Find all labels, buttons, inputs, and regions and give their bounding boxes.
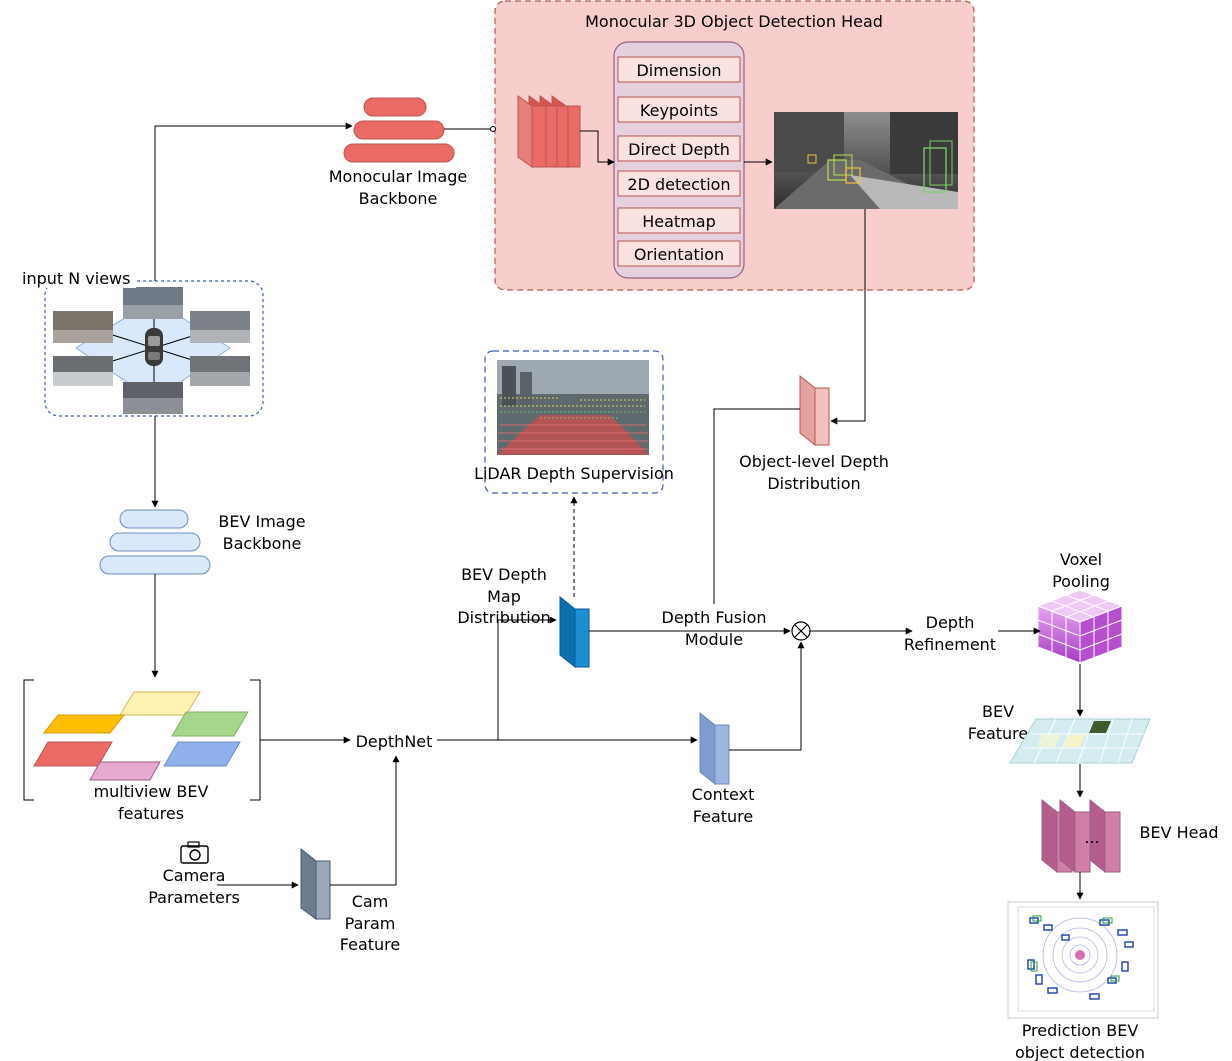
arrow-cam-param-to-depthnet bbox=[330, 755, 400, 886]
context-label-1: Context bbox=[692, 785, 755, 804]
camera-icon bbox=[180, 841, 209, 864]
head-item-keypoints: Keypoints bbox=[640, 101, 718, 120]
bev-backbone-label-2: Backbone bbox=[223, 534, 302, 553]
bev-backbone-label-1: BEV Image bbox=[218, 512, 305, 531]
bev-backbone-layers bbox=[99, 509, 211, 575]
bev-head-ellipsis: ... bbox=[1084, 828, 1099, 847]
head-item-2d-detection-box bbox=[617, 170, 741, 197]
object-depth-label-2: Distribution bbox=[767, 474, 860, 493]
input-views-label: input N views bbox=[22, 269, 130, 288]
object-depth-block bbox=[799, 374, 830, 447]
cam-param-label-2: Param bbox=[345, 914, 396, 933]
head-item-heatmap: Heatmap bbox=[642, 212, 716, 231]
cam-param-label-1: Cam bbox=[352, 892, 389, 911]
depth-refinement-label-2: Refinement bbox=[904, 635, 996, 654]
bev-head-blocks bbox=[1041, 798, 1121, 874]
bev-head-label: BEV Head bbox=[1140, 823, 1219, 842]
multiply-circle-icon bbox=[791, 621, 811, 641]
head-item-direct-depth-box bbox=[617, 135, 741, 162]
head-item-keypoints-box bbox=[617, 96, 741, 123]
camera-label-1: Camera bbox=[163, 866, 226, 885]
context-feature-block bbox=[699, 711, 730, 786]
voxel-cube bbox=[1036, 589, 1124, 664]
input-views-panel bbox=[44, 280, 264, 417]
object-depth-label-1: Object-level Depth bbox=[739, 452, 889, 471]
camera-label-2: Parameters bbox=[148, 888, 240, 907]
prediction-label-2: object detection bbox=[1015, 1043, 1145, 1061]
arrow-depthnet-to-depth-map bbox=[437, 616, 557, 741]
cam-param-feature-block bbox=[300, 847, 331, 920]
depth-refinement-label-1: Depth bbox=[926, 613, 975, 632]
lidar-label: LiDAR Depth Supervision bbox=[474, 464, 674, 483]
cam-param-label-3: Feature bbox=[340, 935, 400, 954]
head-feature-layers bbox=[517, 95, 581, 168]
head-item-direct-depth: Direct Depth bbox=[628, 140, 730, 159]
arrow-views-to-mono-backbone bbox=[154, 122, 353, 281]
multiview-label-1: multiview BEV bbox=[94, 782, 209, 801]
depth-fusion-label-1: Depth Fusion bbox=[662, 608, 767, 627]
bev-feature-grid bbox=[1009, 718, 1151, 764]
bev-feature-label-2: Feature bbox=[968, 724, 1028, 743]
prediction-label-1: Prediction BEV bbox=[1022, 1021, 1139, 1040]
detection-result-image bbox=[774, 112, 958, 209]
multiview-label-2: features bbox=[118, 804, 184, 823]
bev-feature-label-1: BEV bbox=[982, 702, 1014, 721]
bev-depth-label-3: Distribution bbox=[457, 608, 550, 627]
voxel-label-2: Pooling bbox=[1052, 572, 1110, 591]
context-label-2: Feature bbox=[693, 807, 753, 826]
bev-depth-label-1: BEV Depth bbox=[461, 565, 547, 584]
head-item-orientation: Orientation bbox=[634, 245, 724, 264]
detection-head-panel: Monocular 3D Object Detection Head Dimen… bbox=[494, 0, 975, 291]
mono-backbone-label-2: Backbone bbox=[359, 189, 438, 208]
arrow-layers-to-column bbox=[580, 130, 615, 166]
mono-backbone-label-1: Monocular Image bbox=[329, 167, 467, 186]
connectors bbox=[151, 122, 1084, 900]
lidar-panel bbox=[484, 350, 664, 494]
detection-head-title: Monocular 3D Object Detection Head bbox=[585, 12, 883, 31]
head-item-heatmap-box bbox=[617, 207, 741, 234]
car-icon bbox=[145, 328, 163, 366]
head-item-orientation-box bbox=[617, 240, 741, 267]
depth-fusion-label-2: Module bbox=[685, 630, 743, 649]
multiview-bev-features bbox=[23, 679, 261, 801]
depthnet-label: DepthNet bbox=[356, 732, 433, 751]
mono-backbone-layers bbox=[343, 97, 455, 163]
head-item-2d-detection: 2D detection bbox=[627, 175, 730, 194]
head-item-dimension-box bbox=[617, 56, 741, 83]
prediction-plot bbox=[1007, 901, 1159, 1019]
voxel-label-1: Voxel bbox=[1060, 550, 1102, 569]
arrow-image-to-object-depth bbox=[830, 209, 866, 425]
bev-depth-block bbox=[559, 595, 590, 669]
bev-depth-label-2: Map bbox=[487, 587, 521, 606]
head-item-dimension: Dimension bbox=[636, 61, 721, 80]
arrow-context-to-fusion bbox=[729, 641, 805, 751]
arrow-object-depth-to-fusion bbox=[713, 408, 800, 604]
